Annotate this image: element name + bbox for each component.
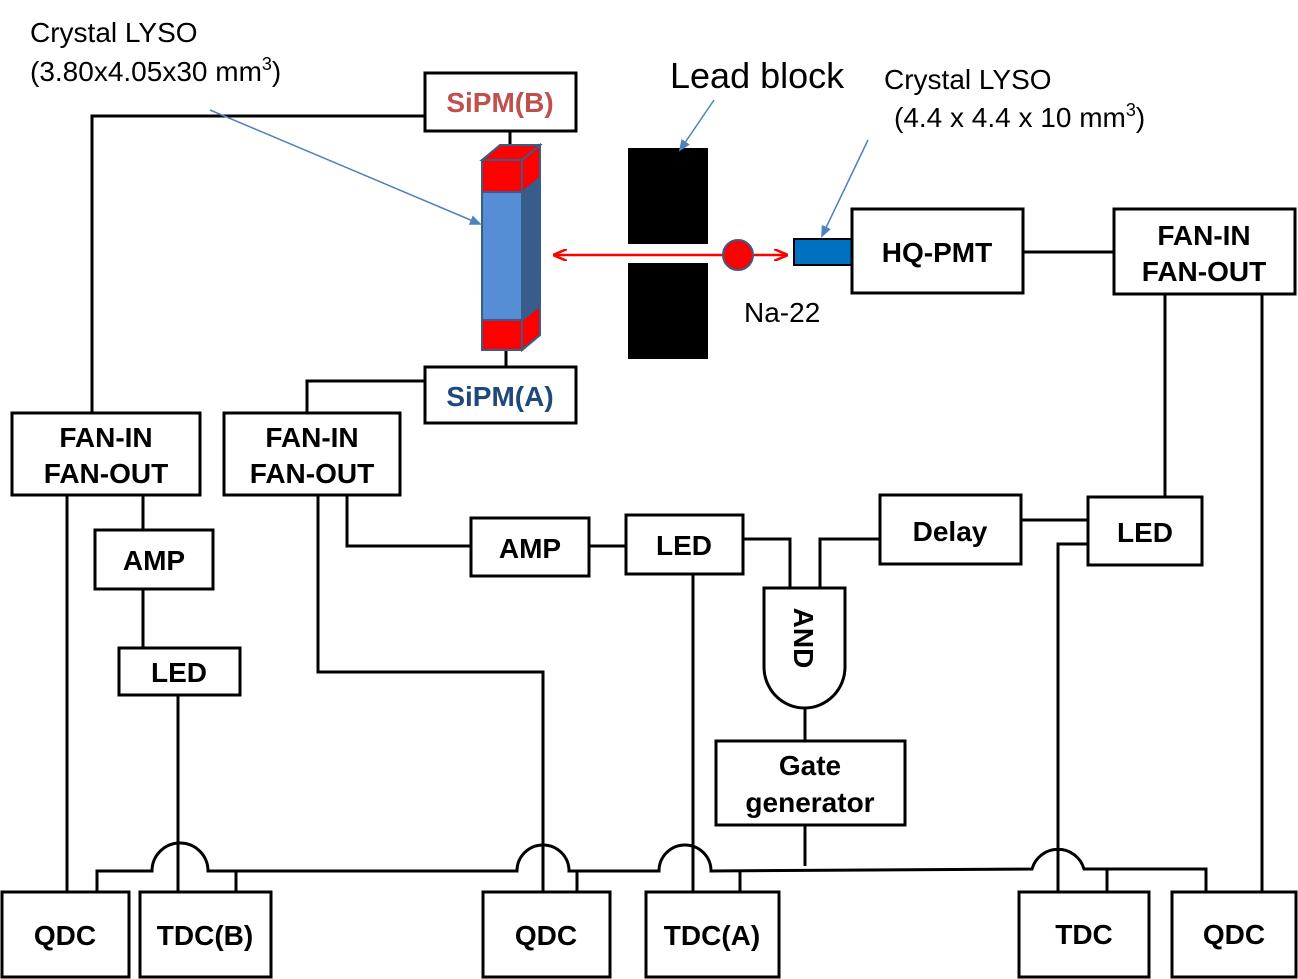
crystal-b-dims: (4.4 x 4.4 x 10 mm3) <box>894 100 1145 133</box>
crystal-a-dims-sup: 3 <box>262 54 272 74</box>
crystal-lyso-long <box>479 142 543 353</box>
crystal-b-dims-main: (4.4 x 4.4 x 10 mm <box>894 102 1126 133</box>
qdc-1-box: QDC <box>0 890 131 979</box>
wires <box>65 114 1264 892</box>
na22-source-dot <box>722 239 754 271</box>
qdc-3-label: QDC <box>1203 919 1265 950</box>
led-mid-box: LED <box>624 513 745 576</box>
gate-generator-box: Gate generator <box>714 739 907 827</box>
crystal-a-dims-close: ) <box>272 56 281 87</box>
sipm-a-label: SiPM(A) <box>446 381 553 412</box>
amp-left-label: AMP <box>123 545 185 576</box>
amp-mid-box: AMP <box>469 516 591 578</box>
sipm-b-box: SiPM(B) <box>423 71 578 133</box>
qdc-2-box: QDC <box>481 890 612 979</box>
crystal-b-dims-close: ) <box>1136 102 1145 133</box>
wire-led-right-to-tdc <box>1056 542 1088 892</box>
delay-box: Delay <box>878 493 1023 566</box>
amp-left-box: AMP <box>93 528 215 591</box>
tdc-a-box: TDC(A) <box>644 890 781 979</box>
lead-block-label: Lead block <box>670 55 845 96</box>
tdc-b-box: TDC(B) <box>138 890 273 979</box>
wire-led-mid-to-and <box>743 537 792 588</box>
amp-mid-label: AMP <box>499 533 561 564</box>
wire-delay-to-and <box>818 537 880 588</box>
sipm-a-box: SiPM(A) <box>423 365 578 425</box>
crystal-a-dims-main: (3.80x4.05x30 mm <box>30 56 262 87</box>
annotation-pointer-crystal-a <box>209 109 482 225</box>
fan-right-label-2: FAN-OUT <box>1142 256 1266 287</box>
annotation-pointer-crystal-b <box>821 139 869 238</box>
hq-pmt-box: HQ-PMT <box>850 207 1025 295</box>
fan-right-label-1: FAN-IN <box>1157 220 1250 251</box>
na22-label: Na-22 <box>744 297 820 328</box>
fan-right-box: FAN-IN FAN-OUT <box>1112 207 1297 296</box>
crystal-bottom-cap <box>481 319 523 351</box>
and-gate: AND <box>762 586 847 710</box>
tdc-a-label: TDC(A) <box>664 920 760 951</box>
gate-generator-label-1: Gate <box>779 750 841 781</box>
hq-pmt-label: HQ-PMT <box>882 237 992 268</box>
fan-left-label-2: FAN-OUT <box>44 458 168 489</box>
lead-block-top <box>628 148 708 244</box>
gate-generator-label-2: generator <box>745 787 874 818</box>
fan-mid-label-2: FAN-OUT <box>250 458 374 489</box>
crystal-top-cap <box>481 159 523 193</box>
fan-left-box: FAN-IN FAN-OUT <box>10 411 202 497</box>
crystal-top-cap-side <box>521 142 541 195</box>
fan-left-label-1: FAN-IN <box>59 422 152 453</box>
led-left-label: LED <box>151 657 207 688</box>
crystal-b-title: Crystal LYSO <box>884 64 1052 95</box>
fan-mid-box: FAN-IN FAN-OUT <box>222 411 402 497</box>
wire-sipm-a-to-fan-mid <box>305 379 425 413</box>
crystal-lyso-small <box>793 238 853 266</box>
wire-fan-mid-to-qdc2 <box>316 495 545 892</box>
qdc-2-label: QDC <box>515 920 577 951</box>
tdc-b-label: TDC(B) <box>157 920 253 951</box>
wire-fan-mid-to-amp-mid <box>345 495 471 548</box>
crystal-a-title: Crystal LYSO <box>30 17 198 48</box>
sipm-b-label: SiPM(B) <box>446 87 553 118</box>
fan-mid-label-1: FAN-IN <box>265 422 358 453</box>
delay-label: Delay <box>913 516 988 547</box>
crystal-a-dims: (3.80x4.05x30 mm3) <box>30 54 281 87</box>
qdc-1-label: QDC <box>34 920 96 951</box>
wire-sipm-b-to-fan-left <box>90 114 425 413</box>
lead-block-bottom <box>628 263 708 359</box>
led-left-box: LED <box>117 646 242 697</box>
led-mid-label: LED <box>656 530 712 561</box>
tdc-label: TDC <box>1055 919 1113 950</box>
annotation-pointer-lead <box>678 99 715 152</box>
tdc-box: TDC <box>1017 890 1151 979</box>
crystal-b-dims-sup: 3 <box>1126 100 1136 120</box>
and-gate-label: AND <box>788 608 819 669</box>
qdc-3-box: QDC <box>1170 890 1298 979</box>
crystal-bottom-cap-side <box>521 303 541 353</box>
gate-bus <box>95 841 1208 892</box>
led-right-label: LED <box>1117 517 1173 548</box>
led-right-box: LED <box>1086 495 1204 567</box>
